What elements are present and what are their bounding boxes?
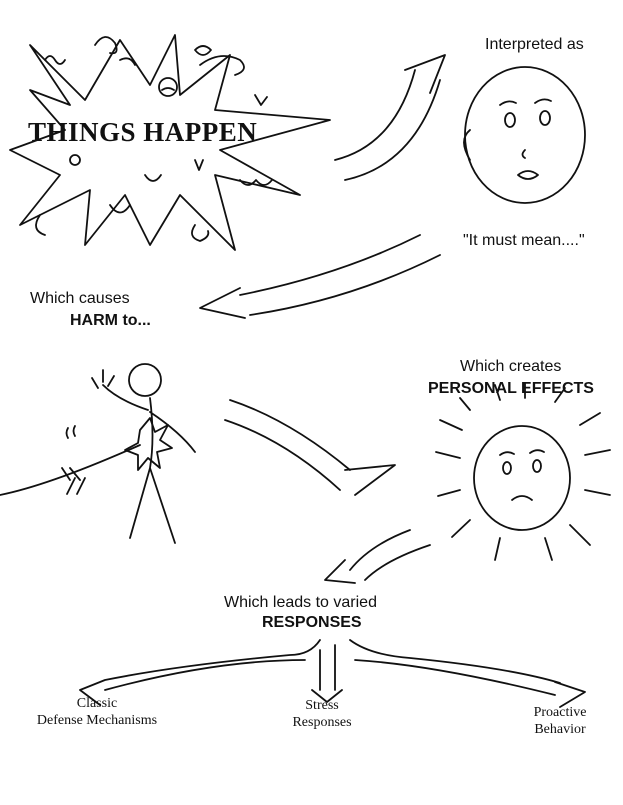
outcome-classic: Classic Defense Mechanisms — [22, 695, 172, 729]
worried-head — [463, 66, 586, 204]
doodles — [35, 36, 273, 242]
responses-label: RESPONSES — [262, 614, 362, 631]
outcome-classic-line1: Classic — [76, 696, 118, 711]
it-must-mean-label: "It must mean...." — [463, 232, 585, 249]
outcome-classic-line2: Defense Mechanisms — [36, 713, 158, 728]
arrow-to-harm — [199, 234, 441, 319]
stick-figure — [0, 363, 196, 544]
arrow-to-sun — [224, 399, 396, 496]
branch-arrows — [79, 639, 586, 708]
outcome-proactive: Proactive Behavior — [515, 704, 605, 738]
interpreted-as-label: Interpreted as — [485, 36, 584, 53]
which-creates-label: Which creates — [460, 358, 562, 375]
starburst-shape — [9, 34, 331, 251]
harm-to-label: HARM to... — [70, 312, 151, 329]
arrow-to-head — [334, 54, 446, 181]
which-causes-label: Which causes — [30, 290, 130, 307]
personal-effects-label: PERSONAL EFFECTS — [428, 380, 594, 397]
things-happen-title: THINGS HAPPEN — [28, 117, 258, 147]
arrow-to-responses — [324, 529, 431, 584]
outcome-proactive-line1: Proactive — [533, 705, 587, 720]
outcome-stress-line1: Stress — [305, 698, 339, 713]
outcome-stress-line2: Responses — [292, 715, 352, 730]
outcome-stress: Stress Responses — [272, 697, 372, 731]
sad-sun — [435, 382, 611, 561]
which-leads-label: Which leads to varied — [224, 594, 377, 611]
outcome-proactive-line2: Behavior — [534, 722, 586, 737]
